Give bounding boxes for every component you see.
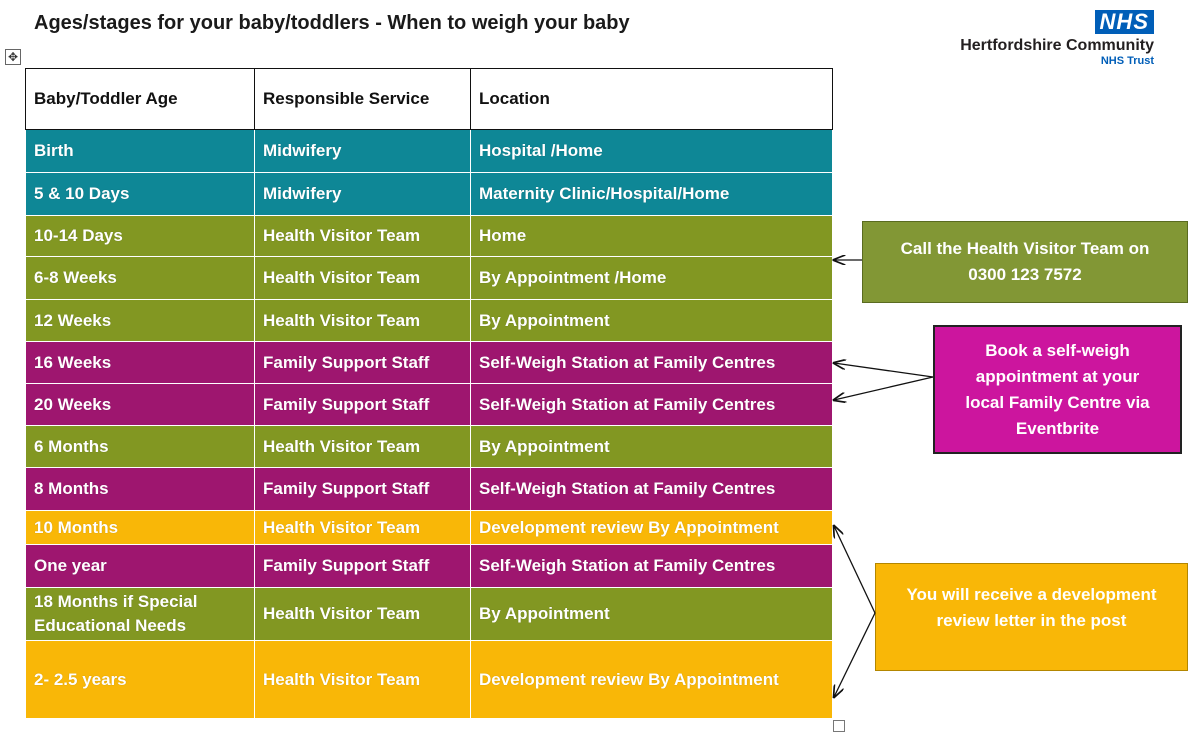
cell-age: 2- 2.5 years [25,640,255,719]
cell-location: By Appointment /Home [470,256,833,300]
health-visitor-callout: Call the Health Visitor Team on 0300 123… [862,221,1188,303]
arrow-dev-to-2-years [834,612,876,697]
cell-age: 16 Weeks [25,341,255,384]
cell-age: 10-14 Days [25,215,255,257]
cell-location: Self-Weigh Station at Family Centres [470,467,833,511]
cell-age: 6-8 Weeks [25,256,255,300]
cell-service: Health Visitor Team [254,510,471,545]
cell-service: Midwifery [254,172,471,216]
self-weigh-callout-text: Book a self-weigh appointment at your lo… [965,340,1150,438]
logo-organisation: Hertfordshire Community [960,37,1154,54]
table-row: 16 Weeks Family Support Staff Self-Weigh… [25,341,833,384]
cell-age: 8 Months [25,467,255,511]
development-review-callout: You will receive a development review le… [875,563,1188,671]
table-row: 2- 2.5 years Health Visitor Team Develop… [25,640,833,719]
development-review-callout-text: You will receive a development review le… [906,585,1157,630]
cell-location: Maternity Clinic/Hospital/Home [470,172,833,216]
self-weigh-callout: Book a self-weigh appointment at your lo… [933,325,1182,454]
cell-service: Health Visitor Team [254,425,471,468]
table-row: Birth Midwifery Hospital /Home [25,129,833,173]
table-row: 6 Months Health Visitor Team By Appointm… [25,425,833,468]
table-row: 10 Months Health Visitor Team Developmen… [25,510,833,545]
cell-location: Self-Weigh Station at Family Centres [470,341,833,384]
cell-service: Family Support Staff [254,467,471,511]
cell-service: Health Visitor Team [254,299,471,342]
cell-age: Birth [25,129,255,173]
table-row: 6-8 Weeks Health Visitor Team By Appoint… [25,256,833,300]
nhs-mark: NHS [1094,10,1154,34]
cell-service: Health Visitor Team [254,215,471,257]
cell-location: Self-Weigh Station at Family Centres [470,383,833,426]
table-row: One year Family Support Staff Self-Weigh… [25,544,833,588]
cell-location: Home [470,215,833,257]
cell-location: By Appointment [470,425,833,468]
table-row: 12 Weeks Health Visitor Team By Appointm… [25,299,833,342]
cell-age: 12 Weeks [25,299,255,342]
table-row: 8 Months Family Support Staff Self-Weigh… [25,467,833,511]
arrow-self-to-16-weeks [834,363,934,378]
cell-age: One year [25,544,255,588]
page-title: Ages/stages for your baby/toddlers - Whe… [34,12,630,34]
cell-service: Family Support Staff [254,383,471,426]
weighing-schedule-table: Baby/Toddler Age Responsible Service Loc… [25,68,833,719]
table-row: 20 Weeks Family Support Staff Self-Weigh… [25,383,833,426]
cell-age: 5 & 10 Days [25,172,255,216]
cell-location: By Appointment [470,299,833,342]
header-location: Location [470,68,833,130]
cell-service: Midwifery [254,129,471,173]
health-visitor-callout-text: Call the Health Visitor Team on 0300 123… [900,239,1150,284]
arrow-self-to-20-weeks [834,376,934,400]
cell-service: Health Visitor Team [254,256,471,300]
cell-location: Development review By Appointment [470,640,833,719]
table-row: 5 & 10 Days Midwifery Maternity Clinic/H… [25,172,833,216]
logo-trust: NHS Trust [1100,55,1154,67]
cell-service: Family Support Staff [254,544,471,588]
table-header-row: Baby/Toddler Age Responsible Service Loc… [25,68,833,130]
cell-service: Health Visitor Team [254,640,471,719]
cell-age: 10 Months [25,510,255,545]
cell-location: Self-Weigh Station at Family Centres [470,544,833,588]
table-row: 10-14 Days Health Visitor Team Home [25,215,833,257]
cell-age: 20 Weeks [25,383,255,426]
header-service: Responsible Service [254,68,471,130]
cell-service: Family Support Staff [254,341,471,384]
arrow-dev-to-10-months [834,526,876,614]
cell-location: By Appointment [470,587,833,641]
nhs-logo: NHS Hertfordshire Community NHS Trust [960,10,1154,67]
table-move-handle-icon[interactable]: ✥ [5,49,21,65]
header-age: Baby/Toddler Age [25,68,255,130]
cell-location: Hospital /Home [470,129,833,173]
table-resize-handle-icon[interactable] [833,720,845,732]
cell-location: Development review By Appointment [470,510,833,545]
cell-age: 18 Months if Special Educational Needs [25,587,255,641]
